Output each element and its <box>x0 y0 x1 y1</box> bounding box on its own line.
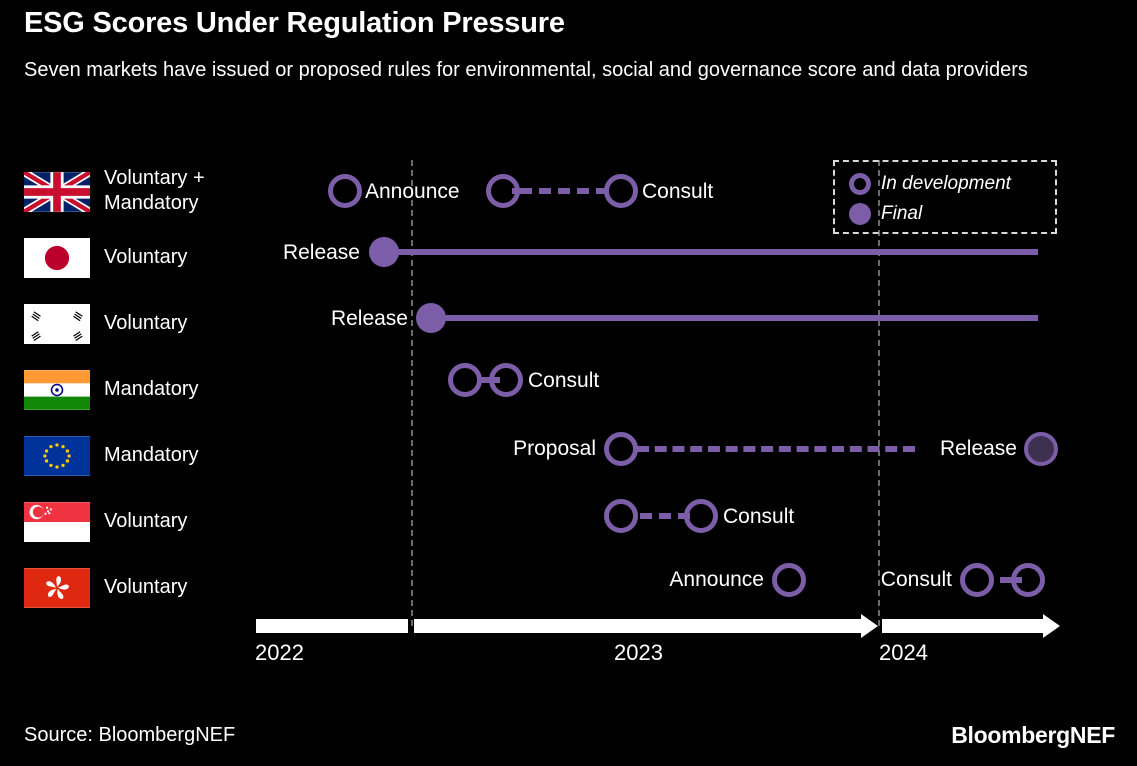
singapore-flag-icon <box>24 502 90 542</box>
japan-flag-icon <box>24 238 90 278</box>
table-row: Voluntary + Mandatory <box>0 158 1137 224</box>
axis-segment-2024 <box>882 614 1060 638</box>
india-flag-icon <box>24 370 90 410</box>
page-subtitle: Seven markets have issued or proposed ru… <box>24 59 1028 81</box>
axis-tick-2023: 2023 <box>614 640 663 665</box>
brand-logo: BloombergNEF <box>951 722 1115 748</box>
hong-kong-flag-icon <box>24 568 90 608</box>
final-circle-icon <box>849 203 871 225</box>
axis-segment-2023 <box>414 614 878 638</box>
row-label-hong-kong: Voluntary <box>104 575 188 598</box>
table-row: Voluntary <box>0 488 1137 554</box>
gridline-2023 <box>411 160 413 626</box>
row-label-japan: Voluntary <box>104 245 188 268</box>
table-row: Voluntary <box>0 290 1137 356</box>
legend-item-in-development: In development <box>849 169 1055 199</box>
axis-segment-2022 <box>256 619 408 633</box>
legend-label-in-development: In development <box>881 173 1011 194</box>
eu-flag-icon <box>24 436 90 476</box>
legend-label-final: Final <box>881 203 923 224</box>
page-title: ESG Scores Under Regulation Pressure <box>24 7 565 39</box>
row-label-singapore: Voluntary <box>104 509 188 532</box>
legend: In development Final <box>833 160 1057 234</box>
table-row: Mandatory <box>0 422 1137 488</box>
row-label-eu: Mandatory <box>104 443 199 466</box>
row-label-south-korea: Voluntary <box>104 311 188 334</box>
source-note: Source: BloombergNEF <box>24 724 236 746</box>
axis-tick-2022: 2022 <box>255 640 304 665</box>
table-row: Mandatory <box>0 356 1137 422</box>
legend-item-final: Final <box>849 199 1055 229</box>
south-korea-flag-icon <box>24 304 90 344</box>
row-label-india: Mandatory <box>104 377 199 400</box>
gridline-2024 <box>878 160 880 626</box>
row-label-uk: Voluntary + Mandatory <box>104 167 205 214</box>
table-row: Voluntary <box>0 554 1137 620</box>
uk-flag-icon <box>24 172 90 212</box>
axis-tick-2024: 2024 <box>879 640 928 665</box>
table-row: Voluntary <box>0 224 1137 290</box>
in-development-circle-icon <box>849 173 871 195</box>
